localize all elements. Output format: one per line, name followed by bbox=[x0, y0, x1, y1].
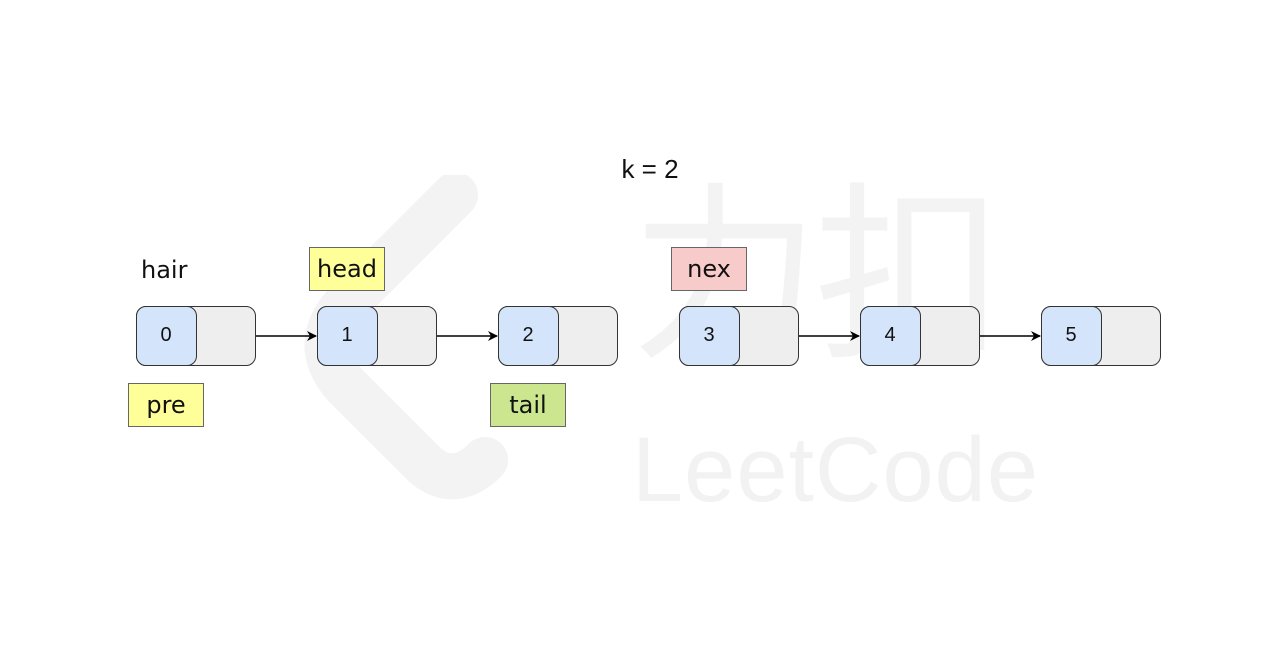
tag-pre: pre bbox=[128, 383, 204, 427]
node-value: 1 bbox=[316, 305, 378, 366]
node-value: 2 bbox=[497, 305, 559, 366]
list-node-1: 1 bbox=[316, 305, 437, 366]
list-node-4: 4 bbox=[859, 305, 980, 366]
tag-tail: tail bbox=[490, 383, 566, 427]
diagram-title: k = 2 bbox=[621, 154, 679, 184]
list-node-3: 3 bbox=[678, 305, 799, 366]
node-value: 0 bbox=[135, 305, 197, 366]
list-node-0: 0 bbox=[135, 305, 256, 366]
node-value: 5 bbox=[1040, 305, 1102, 366]
list-node-5: 5 bbox=[1040, 305, 1161, 366]
watermark-leetcode: LeetCode bbox=[632, 419, 1039, 521]
tag-nex: nex bbox=[671, 247, 747, 291]
list-node-2: 2 bbox=[497, 305, 618, 366]
tag-head: head bbox=[309, 247, 385, 291]
label-hair: hair bbox=[141, 256, 188, 284]
node-value: 3 bbox=[678, 305, 740, 366]
node-value: 4 bbox=[859, 305, 921, 366]
